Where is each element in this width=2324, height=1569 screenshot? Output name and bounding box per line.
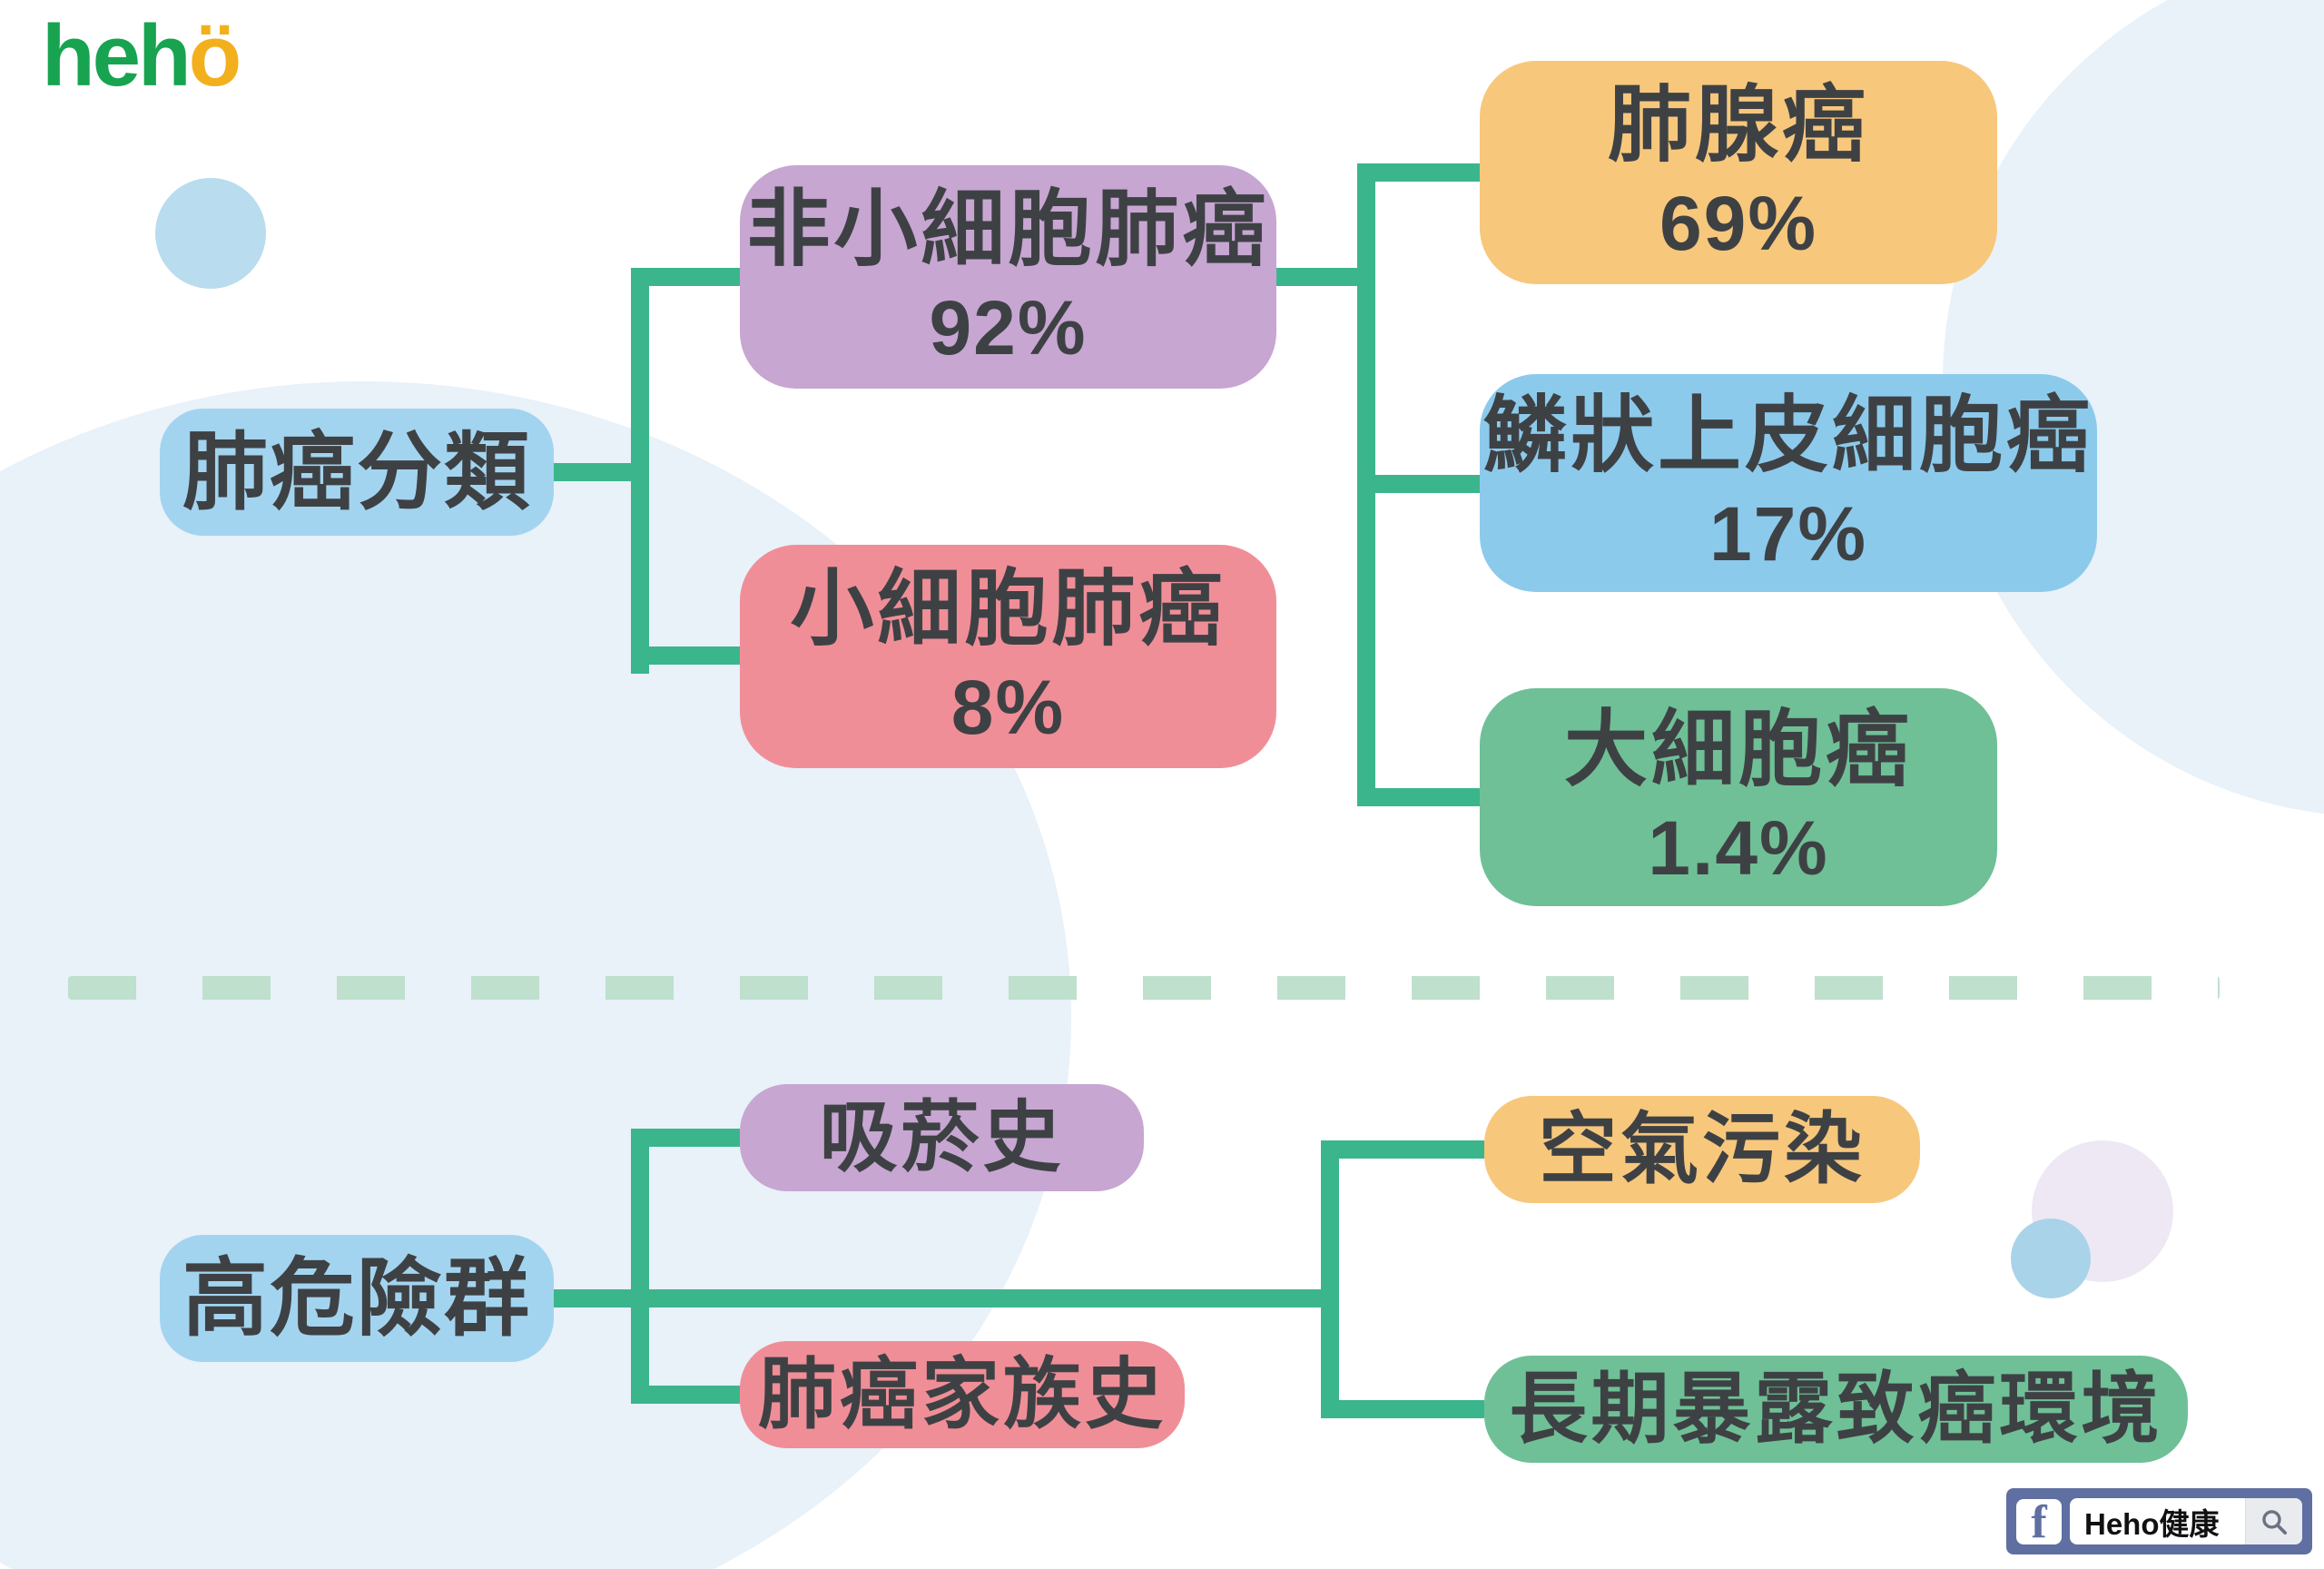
connector-trunk4-to-exposure (1321, 1400, 1484, 1418)
facebook-search-field[interactable]: Heho健康 (2070, 1498, 2302, 1544)
node-title: 小細胞肺癌 (790, 562, 1226, 656)
node-smoking-history[interactable]: 吸菸史 (740, 1084, 1144, 1191)
node-title: 長期暴露致癌環境 (1509, 1365, 2163, 1453)
node-family-history[interactable]: 肺癌家族史 (740, 1341, 1185, 1448)
decorative-circle-blue (155, 178, 266, 289)
node-value: 8% (950, 664, 1066, 750)
decorative-circle-small-blue (2011, 1219, 2091, 1298)
node-non-small-cell-lung-cancer[interactable]: 非小細胞肺癌 92% (740, 165, 1276, 389)
connector-trunk3-to-family (631, 1386, 740, 1404)
connector-nsclc-to-trunk2 (1276, 268, 1375, 286)
node-carcinogen-exposure[interactable]: 長期暴露致癌環境 (1484, 1356, 2188, 1463)
connector-trunk4-to-air (1321, 1140, 1484, 1159)
heho-logo-green-part: heh (42, 7, 192, 104)
node-title: 鱗狀上皮細胞癌 (1482, 389, 2093, 482)
node-title: 肺癌家族史 (758, 1350, 1167, 1438)
connector-trunk1-to-sclc (631, 646, 740, 665)
facebook-icon[interactable]: f (2016, 1498, 2062, 1544)
connector-risk-main (551, 1289, 1339, 1308)
search-button[interactable] (2245, 1498, 2302, 1544)
connector-trunk2-to-largecell (1357, 788, 1480, 806)
node-value: 92% (929, 284, 1088, 370)
node-title: 高危險群 (182, 1249, 531, 1346)
facebook-f-glyph: f (2031, 1498, 2047, 1544)
connector-trunk3 (631, 1129, 649, 1404)
node-adenocarcinoma[interactable]: 肺腺癌 69% (1480, 61, 1997, 284)
node-title: 大細胞癌 (1563, 703, 1913, 796)
dashed-divider (68, 976, 2220, 1000)
node-title: 肺癌分類 (182, 423, 531, 519)
node-title: 非小細胞肺癌 (746, 183, 1270, 276)
node-value: 17% (1709, 490, 1868, 577)
connector-trunk1 (631, 268, 649, 674)
connector-trunk1-to-nsclc (631, 268, 740, 286)
heho-logo[interactable]: hehö (42, 13, 241, 100)
node-title: 空氣污染 (1539, 1105, 1866, 1193)
heho-logo-yellow-part: ö (188, 7, 242, 104)
node-air-pollution[interactable]: 空氣污染 (1484, 1096, 1920, 1203)
connector-root-to-trunk1 (554, 463, 649, 481)
connector-trunk2-to-adeno (1357, 163, 1480, 182)
connector-trunk4 (1321, 1140, 1339, 1418)
node-value: 1.4% (1648, 804, 1829, 891)
node-high-risk-group[interactable]: 高危險群 (160, 1235, 554, 1362)
node-value: 69% (1659, 180, 1818, 266)
facebook-search-text: Heho健康 (2084, 1506, 2220, 1541)
search-icon (2262, 1509, 2288, 1534)
node-lung-cancer-classification[interactable]: 肺癌分類 (160, 409, 554, 536)
connector-trunk2-to-squamous (1357, 475, 1480, 493)
node-large-cell-carcinoma[interactable]: 大細胞癌 1.4% (1480, 688, 1997, 906)
node-title: 吸菸史 (819, 1093, 1065, 1181)
node-title: 肺腺癌 (1607, 78, 1869, 172)
connector-trunk3-to-smoking (631, 1129, 740, 1147)
facebook-badge[interactable]: f Heho健康 (2006, 1488, 2312, 1554)
node-squamous-cell-carcinoma[interactable]: 鱗狀上皮細胞癌 17% (1480, 374, 2097, 592)
node-small-cell-lung-cancer[interactable]: 小細胞肺癌 8% (740, 545, 1276, 768)
